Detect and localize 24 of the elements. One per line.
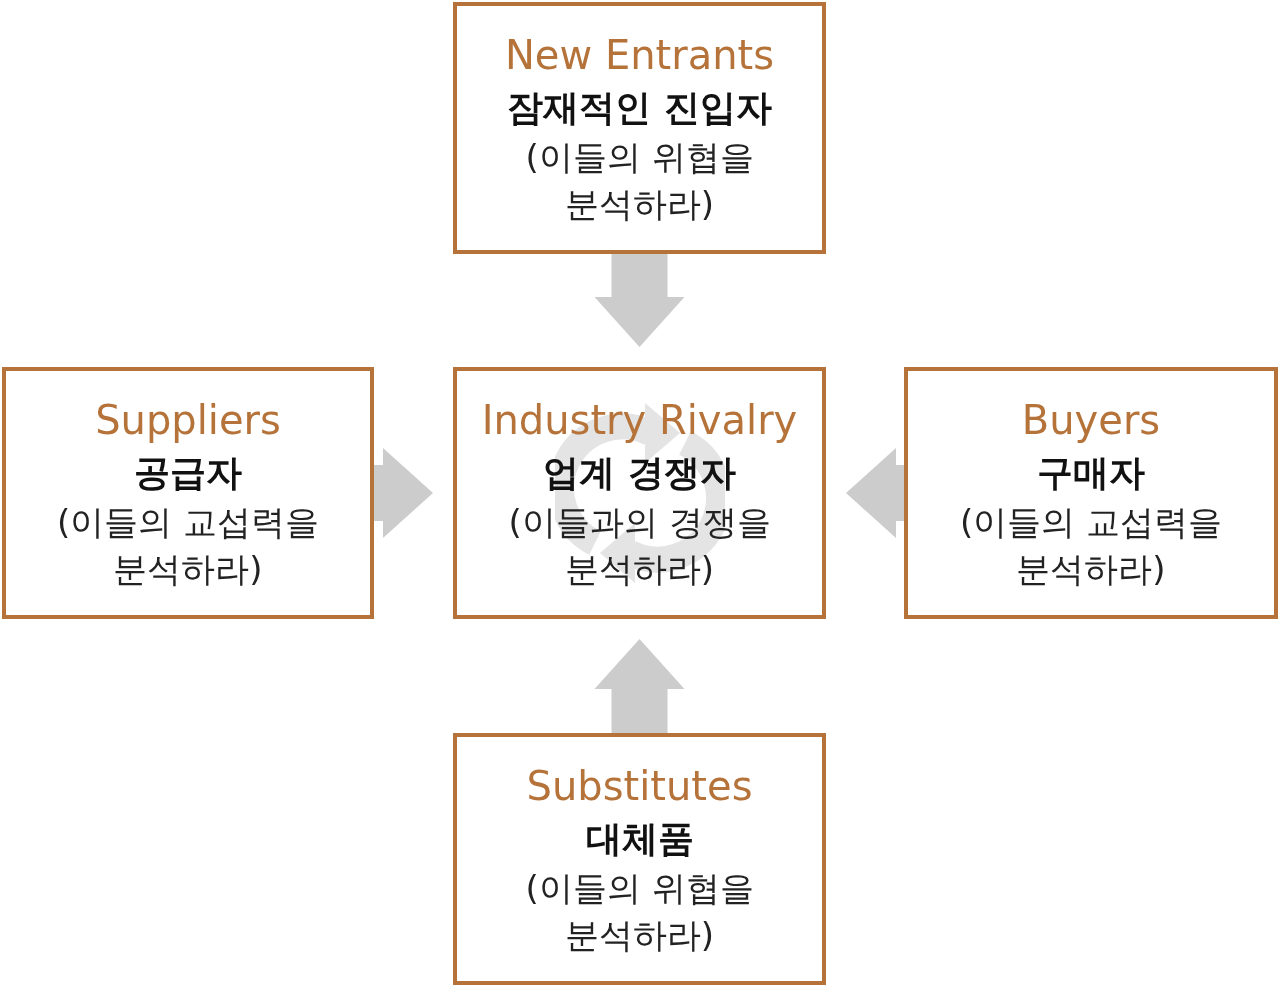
description-text: (이들의 위협을 분석하라) (524, 135, 755, 227)
block-arrow (374, 448, 433, 538)
description-text: (이들의 위협을 분석하라) (524, 866, 755, 958)
title-text: Suppliers (95, 396, 281, 446)
description-text: (이들과의 경쟁을 분석하라) (507, 500, 772, 592)
block-arrow (594, 254, 685, 347)
subtitle-text: 구매자 (1037, 451, 1145, 496)
force-box (453, 367, 826, 619)
subtitle-text: 잠재적인 진입자 (507, 86, 772, 131)
force-box (453, 2, 826, 254)
block-arrow (594, 639, 685, 733)
title-text: Buyers (1021, 396, 1161, 446)
title-text: Substitutes (526, 762, 753, 812)
force-box (2, 367, 374, 619)
subtitle-text: 대체품 (585, 817, 694, 862)
description-text: (이들의 교섭력을 분석하라) (55, 500, 321, 592)
force-box (453, 733, 826, 985)
title-text: Industry Rivalry (481, 396, 798, 446)
description-text: (이들의 교섭력을 분석하라) (958, 500, 1224, 592)
subtitle-text: 공급자 (134, 451, 242, 496)
force-box (904, 367, 1278, 619)
title-text: New Entrants (504, 31, 775, 81)
subtitle-text: 업계 경쟁자 (543, 451, 736, 496)
block-arrow (846, 448, 904, 538)
